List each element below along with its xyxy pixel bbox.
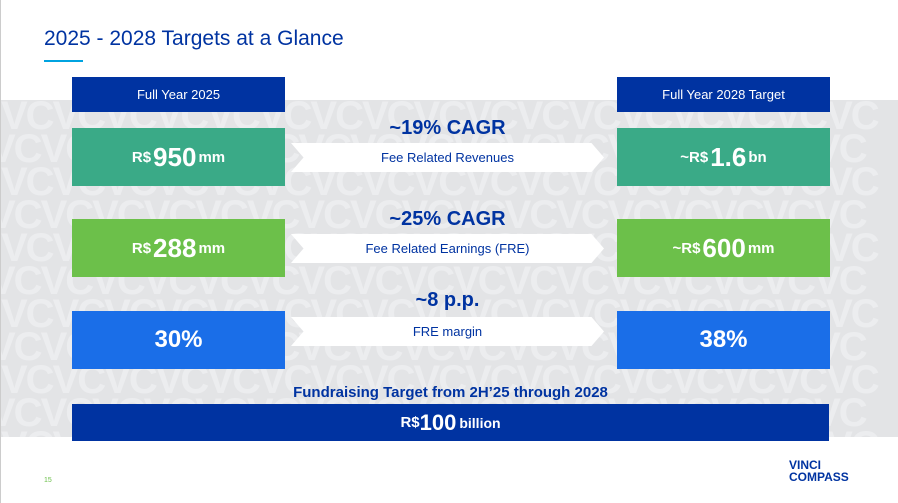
metric-label: Fee Related Revenues	[381, 150, 514, 165]
unit: bn	[748, 148, 767, 166]
unit: mm	[747, 239, 775, 257]
currency: R$	[400, 414, 420, 431]
fre-cagr: ~25% CAGR	[389, 208, 506, 230]
margin-2028-box: 38%	[617, 311, 830, 369]
page-title: 2025 - 2028 Targets at a Glance	[44, 27, 344, 50]
unit: mm	[198, 239, 226, 257]
value: 30%	[154, 326, 203, 353]
currency: ~R$	[680, 148, 709, 166]
header-full-year-2025: Full Year 2025	[72, 77, 285, 112]
value: 600	[702, 232, 746, 263]
frr-cagr: ~19% CAGR	[389, 117, 506, 139]
fundraising-label: Fundraising Target from 2H’25 through 20…	[293, 384, 608, 401]
currency: R$	[131, 239, 152, 257]
value: 288	[153, 232, 197, 263]
header-full-year-2028-target: Full Year 2028 Target	[617, 77, 830, 112]
fre-arrow: Fee Related Earnings (FRE)	[291, 234, 604, 263]
metric-label: FRE margin	[412, 324, 483, 339]
margin-arrow: FRE margin	[291, 317, 604, 346]
value: 38%	[699, 326, 748, 353]
currency: ~R$	[672, 239, 701, 257]
logo-line2: COMPASS	[789, 470, 849, 484]
value: 950	[153, 141, 197, 172]
metric-label: Fee Related Earnings (FRE)	[365, 241, 530, 256]
value: 1.6	[710, 141, 747, 172]
frr-arrow: Fee Related Revenues	[291, 143, 604, 172]
logo-line1: VINCI	[789, 458, 822, 472]
currency: R$	[131, 148, 152, 166]
unit: mm	[198, 148, 226, 166]
value: 100	[419, 409, 457, 435]
margin-2025-box: 30%	[72, 311, 285, 369]
margin-change: ~8 p.p.	[415, 289, 480, 311]
title-underline	[44, 60, 83, 62]
page-number: 15	[44, 477, 52, 484]
unit: billion	[459, 414, 501, 431]
